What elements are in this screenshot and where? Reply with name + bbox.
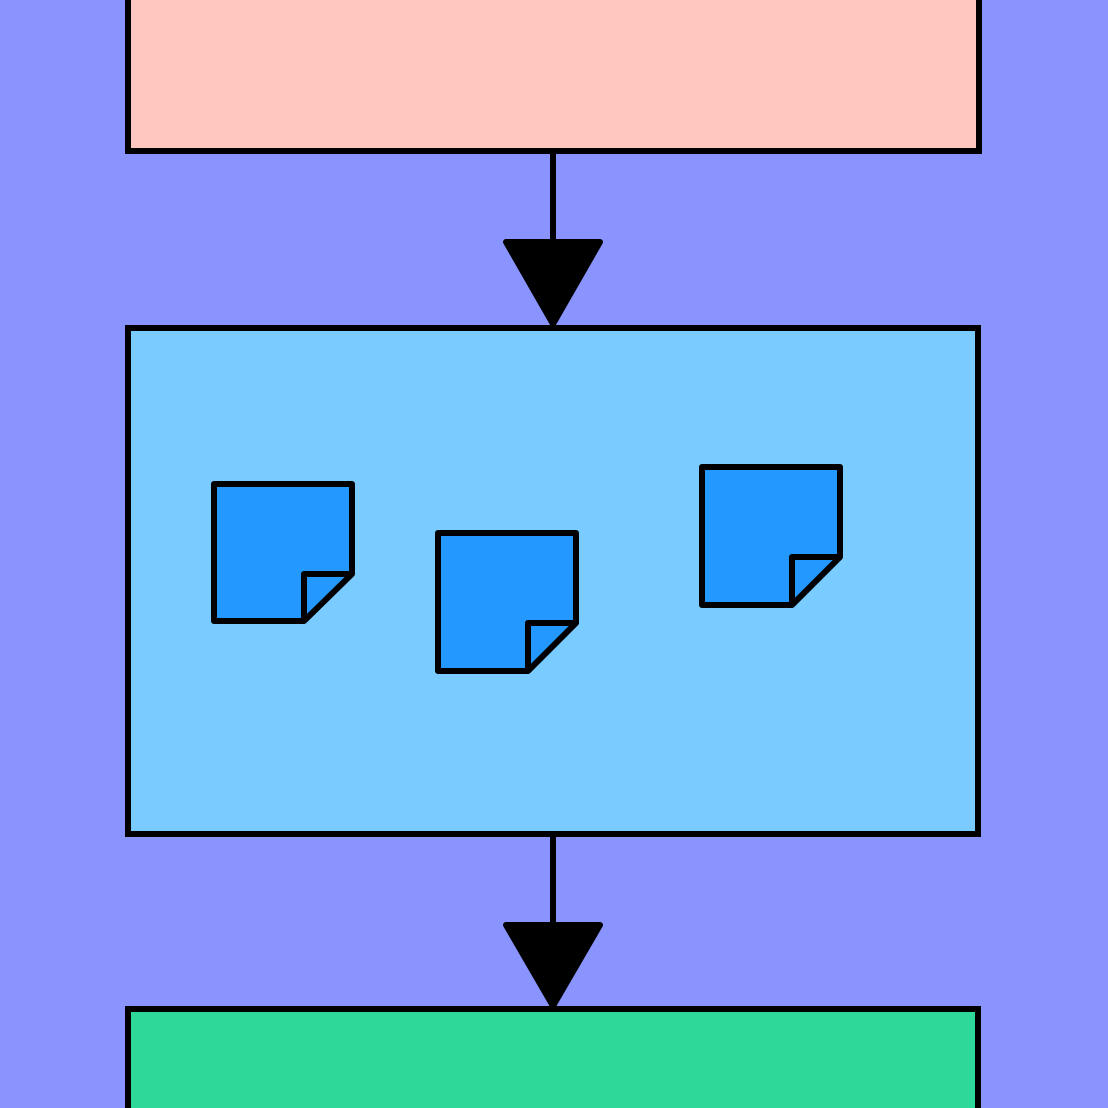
sticky-note-icon — [211, 481, 355, 624]
arrow-middle-to-bottom-head — [503, 922, 603, 1009]
bottom-box — [125, 1006, 981, 1108]
sticky-note-icon — [435, 530, 579, 674]
top-box — [125, 0, 982, 154]
arrow-top-to-middle-head — [503, 239, 603, 327]
sticky-note-icon — [699, 464, 843, 608]
